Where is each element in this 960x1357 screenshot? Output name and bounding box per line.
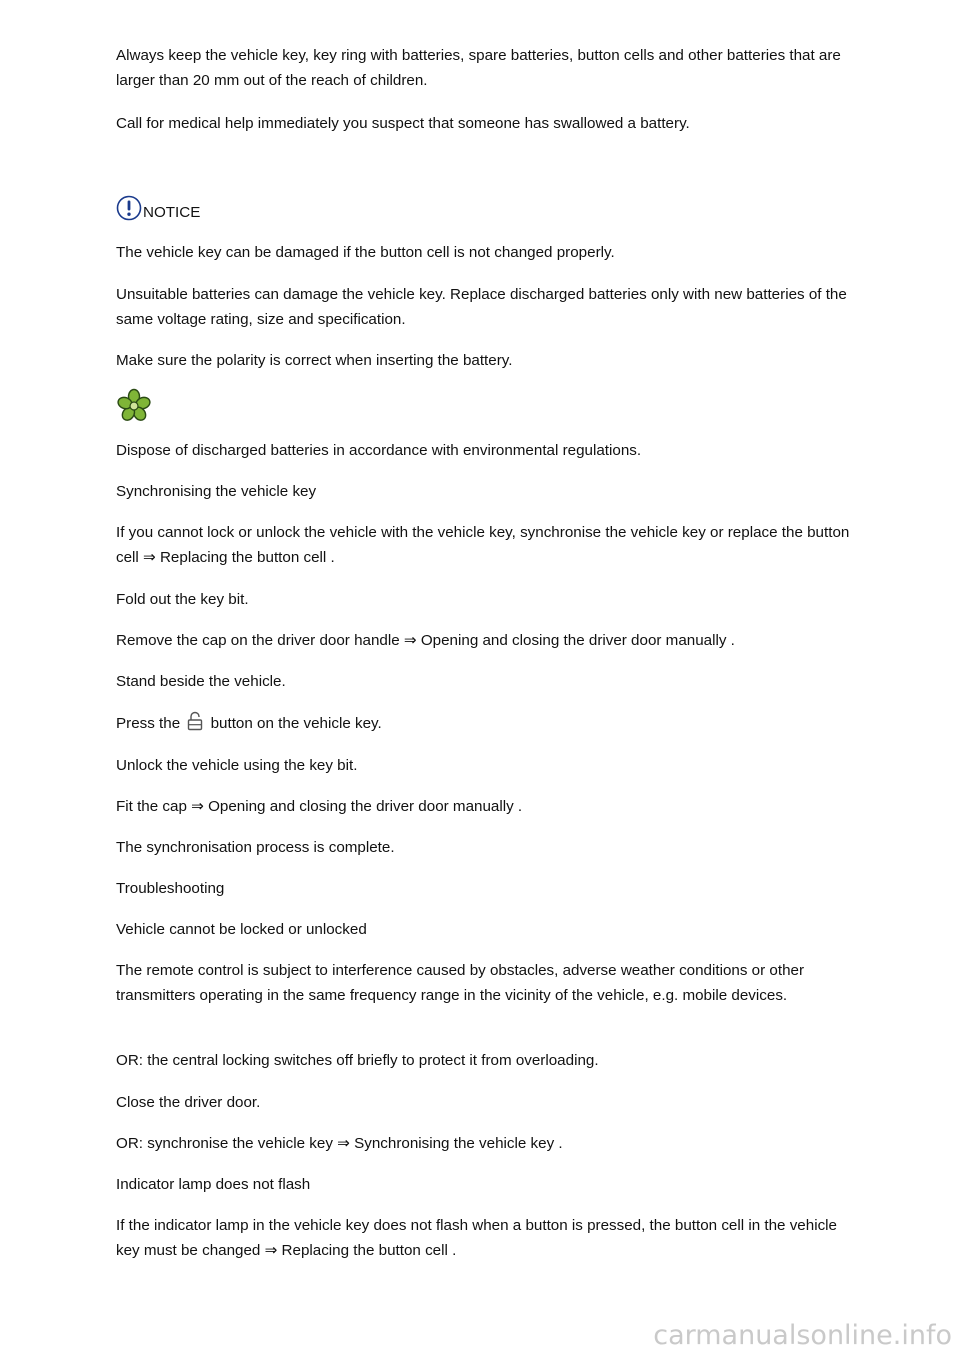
sync-complete-text: The synchronisation process is complete. — [116, 839, 395, 856]
battery-warning-text: Always keep the vehicle key, key ring wi… — [116, 47, 841, 89]
troubleshooting-heading: Troubleshooting — [116, 880, 225, 897]
interference-text: The remote control is subject to interfe… — [116, 962, 805, 1004]
press-text-after: button on the vehicle key. — [206, 715, 382, 732]
notice-exclamation-icon — [116, 195, 142, 221]
unlock-padlock-icon — [188, 711, 203, 731]
dispose-text: Dispose of discharged batteries in accor… — [116, 442, 642, 459]
sync-step-remove-cap: Remove the cap on the driver door handle… — [116, 632, 735, 649]
unsuitable-batteries-text: Unsuitable batteries can damage the vehi… — [116, 286, 847, 328]
indicator-text: If the indicator lamp in the vehicle key… — [116, 1217, 837, 1259]
sync-step-stand: Stand beside the vehicle. — [116, 673, 286, 690]
environment-flower-icon — [117, 388, 151, 421]
medical-help-text: Call for medical help immediately you su… — [116, 115, 690, 132]
watermark: carmanualsonline.info — [653, 1320, 952, 1351]
sync-step-fold-out: Fold out the key bit. — [116, 591, 249, 608]
polarity-text: Make sure the polarity is correct when i… — [116, 352, 513, 369]
press-text-before: Press the — [116, 715, 185, 732]
sync-intro-text: If you cannot lock or unlock the vehicle… — [116, 524, 850, 566]
notice-heading: NOTICE — [116, 193, 200, 223]
sync-heading: Synchronising the vehicle key — [116, 483, 317, 500]
notice-damage-text: The vehicle key can be damaged if the bu… — [116, 244, 615, 261]
cannot-lock-heading: Vehicle cannot be locked or unlocked — [116, 921, 367, 938]
close-door-text: Close the driver door. — [116, 1094, 261, 1111]
indicator-heading: Indicator lamp does not flash — [116, 1176, 311, 1193]
sync-step-unlock: Unlock the vehicle using the key bit. — [116, 757, 358, 774]
sync-step-fit-cap: Fit the cap ⇒ Opening and closing the dr… — [116, 798, 523, 815]
notice-label: NOTICE — [143, 203, 201, 221]
synchronise-or-text: OR: synchronise the vehicle key ⇒ Synchr… — [116, 1135, 563, 1152]
overload-text: OR: the central locking switches off bri… — [116, 1052, 599, 1069]
sync-step-press-button: Press the button on the vehicle key. — [116, 711, 851, 736]
